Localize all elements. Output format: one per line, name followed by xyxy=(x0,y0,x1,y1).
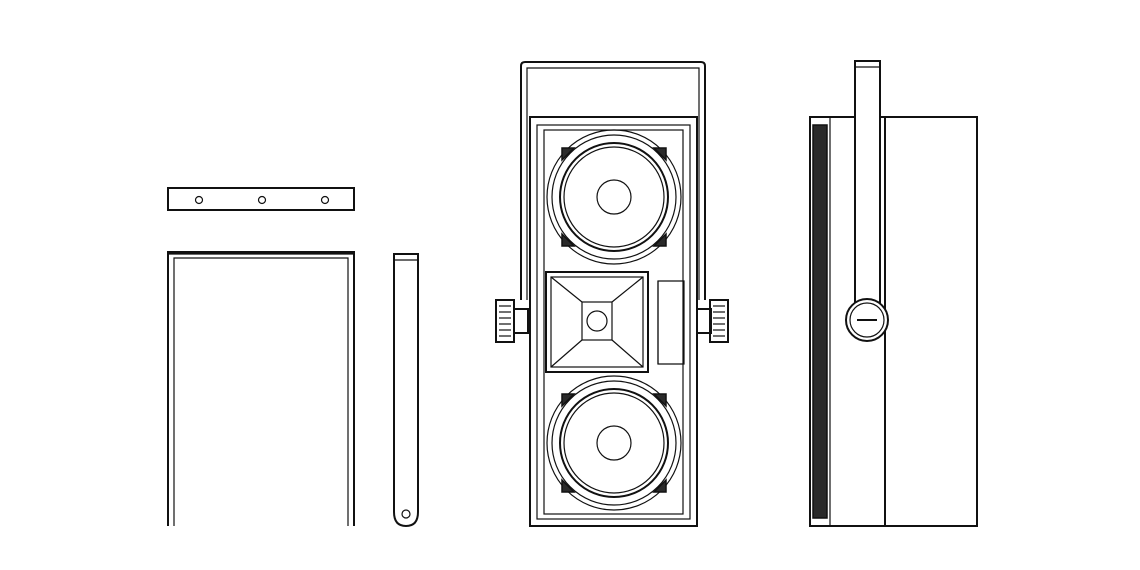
grille-edge xyxy=(812,124,828,519)
bracket-top-plate xyxy=(167,187,355,211)
upper-woofer xyxy=(546,129,682,265)
right-tilt-knob xyxy=(696,299,729,343)
side-bracket-arm xyxy=(854,60,881,332)
bracket-arm-side xyxy=(393,253,419,528)
horn-tweeter xyxy=(545,271,685,373)
left-tilt-knob xyxy=(495,299,529,343)
cabinet-front xyxy=(495,61,729,527)
lower-woofer xyxy=(546,375,682,511)
plate-mounting-holes xyxy=(194,195,330,205)
side-tilt-knob xyxy=(845,298,889,342)
woofer-frame-clips xyxy=(561,147,667,247)
woofer-frame-clips xyxy=(561,393,667,493)
arm-pivot-hole xyxy=(401,509,411,519)
cabinet-side xyxy=(809,60,978,527)
u-bracket-front xyxy=(167,251,355,526)
